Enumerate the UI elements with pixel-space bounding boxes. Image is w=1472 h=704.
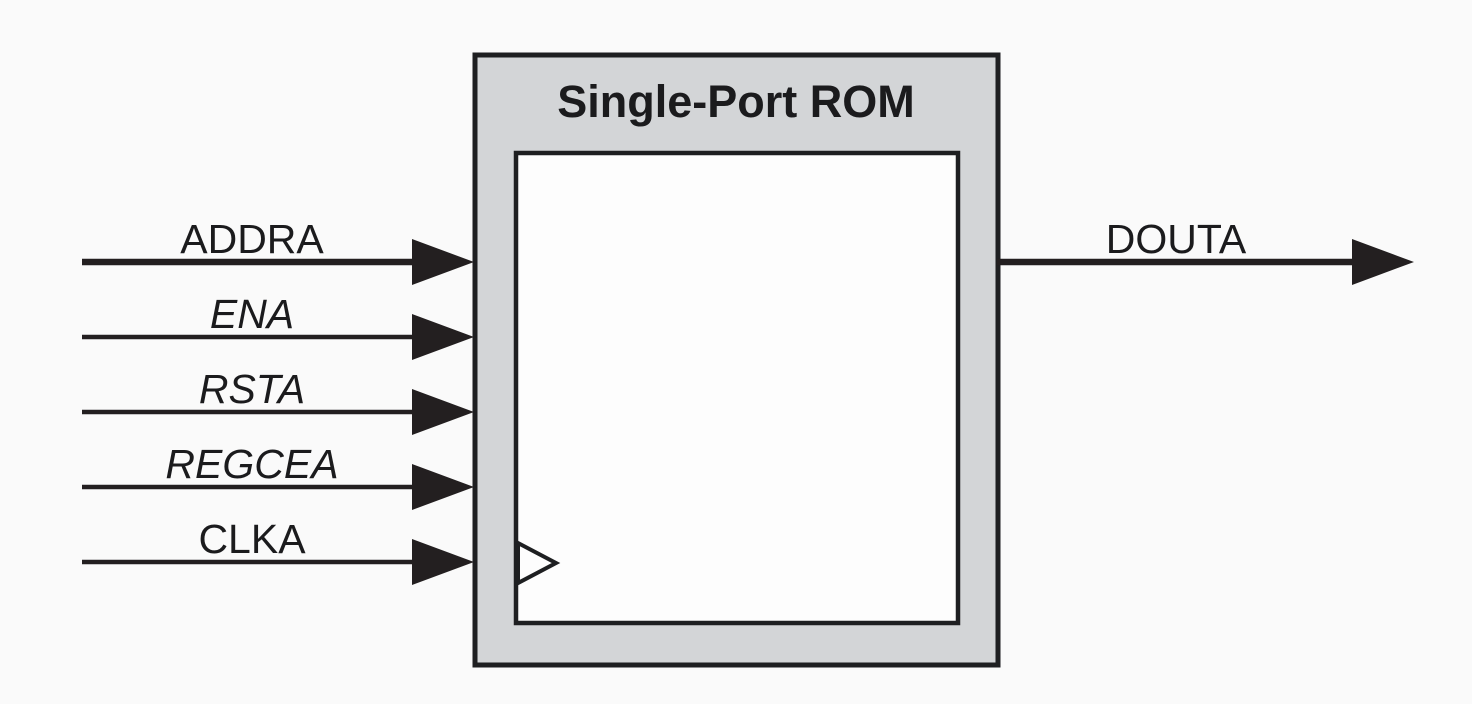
rsta-label: RSTA: [199, 366, 305, 412]
arrowhead-icon: [412, 464, 474, 510]
output-port-douta: DOUTA: [997, 216, 1414, 285]
arrowhead-icon: [412, 239, 474, 285]
input-port-ena: ENA: [82, 291, 474, 360]
addra-label: ADDRA: [180, 216, 324, 262]
rom-block-inner: [513, 150, 961, 626]
arrowhead-icon: [1352, 239, 1414, 285]
block-title: Single-Port ROM: [557, 76, 915, 127]
douta-label: DOUTA: [1106, 216, 1247, 262]
arrowhead-icon: [412, 314, 474, 360]
arrowhead-icon: [412, 389, 474, 435]
clka-label: CLKA: [198, 516, 306, 562]
input-port-addra: ADDRA: [82, 216, 474, 285]
ena-label: ENA: [210, 291, 294, 337]
input-port-clka: CLKA: [82, 516, 474, 585]
regcea-label: REGCEA: [165, 441, 338, 487]
arrowhead-icon: [412, 539, 474, 585]
input-port-regcea: REGCEA: [82, 441, 474, 510]
input-port-rsta: RSTA: [82, 366, 474, 435]
clock-edge-triangle-icon: [516, 539, 561, 587]
